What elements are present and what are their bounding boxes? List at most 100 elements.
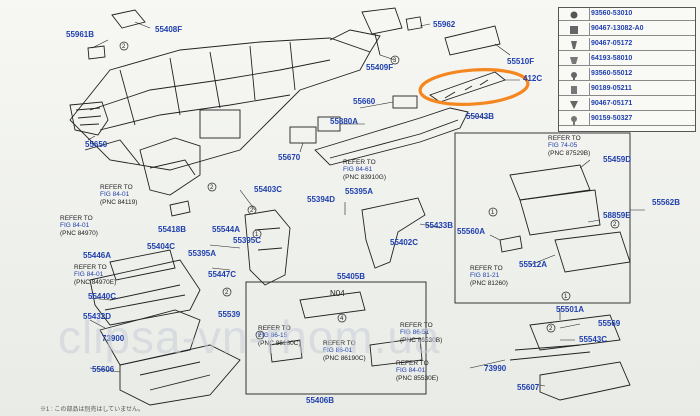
fastener-row: 90467-05172 [559, 38, 695, 52]
svg-text:2: 2 [250, 208, 254, 214]
callout-circles [119, 41, 620, 340]
label-55961b: 55961B [66, 30, 95, 39]
label-55512a: 55512A [519, 260, 548, 269]
label-55650: 55650 [85, 140, 108, 149]
panel-55440c [89, 259, 201, 326]
label-55880a: 55880A [330, 117, 359, 126]
fastener-row: 90467-05171 [559, 98, 695, 112]
fastener-row: 93560-53010 [559, 8, 695, 22]
vent-55670 [289, 126, 317, 144]
label-55404c: 55404C [147, 242, 176, 251]
label-55418b: 55418B [158, 225, 187, 234]
cover-55606 [119, 344, 241, 406]
clip-55961b [87, 45, 106, 60]
label-55433b: 55433B [425, 221, 454, 230]
label-55402c: 55402C [390, 238, 419, 247]
label-55539: 55539 [218, 310, 241, 319]
fastener-row: 64193-58010 [559, 53, 695, 67]
latch-55560a [499, 235, 523, 253]
glove-box-subassembly-box [454, 132, 631, 304]
label-73990: 73990 [484, 364, 507, 373]
label-55606: 55606 [92, 365, 115, 374]
svg-text:1: 1 [564, 294, 568, 300]
glove-compartment-55459d [509, 164, 591, 201]
label-55962: 55962 [433, 20, 456, 29]
fastener-row: 93560-55012 [559, 68, 695, 82]
svg-text:2: 2 [122, 44, 126, 50]
label-55543c: 55543C [579, 335, 608, 344]
fastener-row: 90159-50327 [559, 113, 695, 127]
svg-text:2: 2 [613, 222, 617, 228]
cover-55432d [99, 309, 201, 366]
svg-text:2: 2 [225, 290, 229, 296]
label-55447c: 55447C [208, 270, 237, 279]
bracket-55403c [244, 209, 291, 286]
label-73900: 73900 [102, 334, 125, 343]
label-55446a: 55446A [83, 251, 112, 260]
footnote: ※1 : この部品は別売はしていません。 [40, 407, 144, 413]
label-55660: 55660 [353, 97, 376, 106]
label-55607: 55607 [517, 383, 540, 392]
label-55403c: 55403C [254, 185, 283, 194]
label-55043b: 55043B [466, 112, 495, 121]
label-55562b: 55562B [652, 198, 681, 207]
bracket-55408f [111, 9, 146, 29]
bracket-55409f [361, 7, 403, 56]
label-55459d: 55459D [603, 155, 632, 164]
fastener-table: 93560-53010 90467-13082-A0 90467-05172 6… [558, 7, 696, 132]
svg-text:4: 4 [340, 316, 344, 322]
label-55406b: 55406B [306, 396, 335, 405]
panel-55501a [529, 314, 621, 351]
svg-text:2: 2 [549, 326, 553, 332]
svg-text:2: 2 [258, 333, 262, 339]
fastener-row: 90467-13082-A0 [559, 23, 695, 37]
label-n04: N04 [330, 289, 345, 298]
panel-55510f [444, 25, 501, 56]
watermark-text: clipsa-vn-rhom.ua [58, 311, 441, 363]
glove-box-door-55512a [554, 231, 631, 273]
label-55510f: 55510F [507, 57, 535, 66]
panel-55404c [109, 249, 176, 281]
label-55412c: 412C [523, 74, 543, 83]
cluster-hood-55418b [139, 137, 201, 196]
svg-text:1: 1 [491, 210, 495, 216]
label-55432d: 55432D [83, 312, 112, 321]
label-55409f: 55409F [366, 63, 394, 72]
instrument-panel-reinforcement [69, 37, 371, 171]
label-55395c: 55395C [233, 236, 262, 245]
trim-55402c [361, 197, 426, 269]
vent-55660 [392, 95, 418, 109]
label-55405b: 55405B [337, 272, 366, 281]
label-55408f: 55408F [155, 25, 183, 34]
label-55560a: 55560A [457, 227, 486, 236]
fastener-row: 90189-05211 [559, 83, 695, 97]
garnish-55043b [314, 107, 469, 166]
svg-text:2: 2 [210, 185, 214, 191]
part-55962 [405, 16, 423, 31]
vent-55650 [69, 101, 109, 136]
label-55670: 55670 [278, 153, 301, 162]
label-55395a-left: 55395A [188, 249, 217, 258]
panel-55607 [539, 361, 631, 401]
label-55569: 55569 [598, 319, 621, 328]
label-55395a-mid: 55395A [345, 187, 374, 196]
label-58859e: 58859E [603, 211, 631, 220]
label-55501a: 55501A [556, 305, 585, 314]
label-55544a: 55544A [212, 225, 241, 234]
label-55440c: 55440C [88, 292, 117, 301]
console-subassembly-box [245, 281, 427, 395]
highlight-ellipse [418, 68, 530, 106]
svg-text:1: 1 [255, 232, 259, 238]
